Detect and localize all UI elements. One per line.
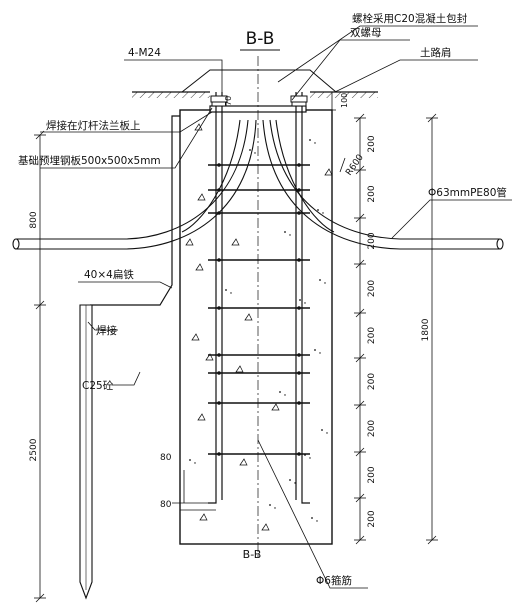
rebar-dot bbox=[217, 306, 221, 310]
leader-lines bbox=[40, 25, 512, 589]
dimension-1800: 1800 bbox=[421, 318, 431, 341]
ground-rod bbox=[79, 304, 93, 600]
conduit-label: Φ63mmPE80管 bbox=[428, 186, 507, 199]
rebar-dot bbox=[297, 306, 301, 310]
stirrup-spacing-dimension: 200 bbox=[367, 232, 377, 249]
rebar-dot bbox=[297, 353, 301, 357]
left-dimension-line bbox=[34, 130, 46, 603]
foundation-body bbox=[89, 109, 333, 545]
stirrups bbox=[208, 163, 310, 456]
rebar-dot bbox=[297, 163, 301, 167]
edge-dimensions bbox=[172, 470, 216, 511]
rebar-dot bbox=[217, 163, 221, 167]
dimension-2500: 2500 bbox=[29, 438, 39, 461]
dimension-800: 800 bbox=[29, 211, 39, 228]
stirrup-spacing-dimension: 200 bbox=[367, 280, 377, 297]
stirrup-dimension-chain: 200 200 200 200 200 200 200 200 200 bbox=[354, 113, 377, 545]
rebar-dot bbox=[217, 401, 221, 405]
bottom-section-label: B-B bbox=[243, 548, 262, 561]
concrete-grade-label: C25砼 bbox=[82, 379, 114, 392]
ground-surface bbox=[132, 91, 378, 98]
dimension-100: 100 bbox=[340, 93, 349, 108]
double-nut-label: 双螺母 bbox=[350, 27, 382, 39]
anchor-bolts bbox=[208, 92, 310, 504]
rebar-dot bbox=[297, 452, 301, 456]
welded-to-flange-label: 焊接在灯杆法兰板上 bbox=[46, 119, 141, 132]
dimension-70: 70 bbox=[224, 96, 233, 106]
total-depth-dimension bbox=[426, 113, 438, 545]
stirrup-spacing-dimension: 200 bbox=[367, 510, 377, 527]
cover-dimension bbox=[328, 91, 336, 111]
bend-radius-label: R600 bbox=[344, 153, 366, 178]
rebar-dot bbox=[297, 211, 301, 215]
stirrup-spacing-dimension: 200 bbox=[367, 373, 377, 390]
stirrup-spacing-dimension: 200 bbox=[367, 327, 377, 344]
stirrup-spacing-dimension: 200 bbox=[367, 466, 377, 483]
rebar-dot bbox=[217, 258, 221, 262]
rebar-dot bbox=[297, 371, 301, 375]
rebar-dot bbox=[217, 452, 221, 456]
rebar-dot bbox=[217, 371, 221, 375]
stirrup-spacing-dimension: 200 bbox=[367, 135, 377, 152]
rebar-dot bbox=[297, 258, 301, 262]
flat-steel-label: 40×4扁铁 bbox=[84, 268, 134, 281]
stirrup-spacing-dimension: 200 bbox=[367, 185, 377, 202]
road-shoulder-label: 土路肩 bbox=[420, 46, 452, 59]
rebar-dot bbox=[217, 353, 221, 357]
pe-conduit-pipes bbox=[12, 119, 504, 250]
dimension-80-vertical: 80 bbox=[160, 453, 172, 463]
embedded-plate-label: 基础预埋钢板500x500x5mm bbox=[18, 154, 161, 167]
concrete-texture bbox=[185, 123, 333, 531]
rebar-dot bbox=[297, 401, 301, 405]
stirrup-spacing-dimension: 200 bbox=[367, 420, 377, 437]
anchor-bolts-label: 4-M24 bbox=[128, 47, 161, 59]
bolt-encasing-cap bbox=[181, 69, 337, 93]
bolt-encasing-label: 螺栓采用C20混凝土包封 bbox=[352, 12, 468, 25]
weld-label: 焊接 bbox=[96, 324, 117, 337]
stirrup-label: Φ6箍筋 bbox=[316, 574, 352, 587]
section-title: B-B bbox=[246, 29, 275, 49]
dimension-80-horizontal: 80 bbox=[160, 500, 172, 510]
